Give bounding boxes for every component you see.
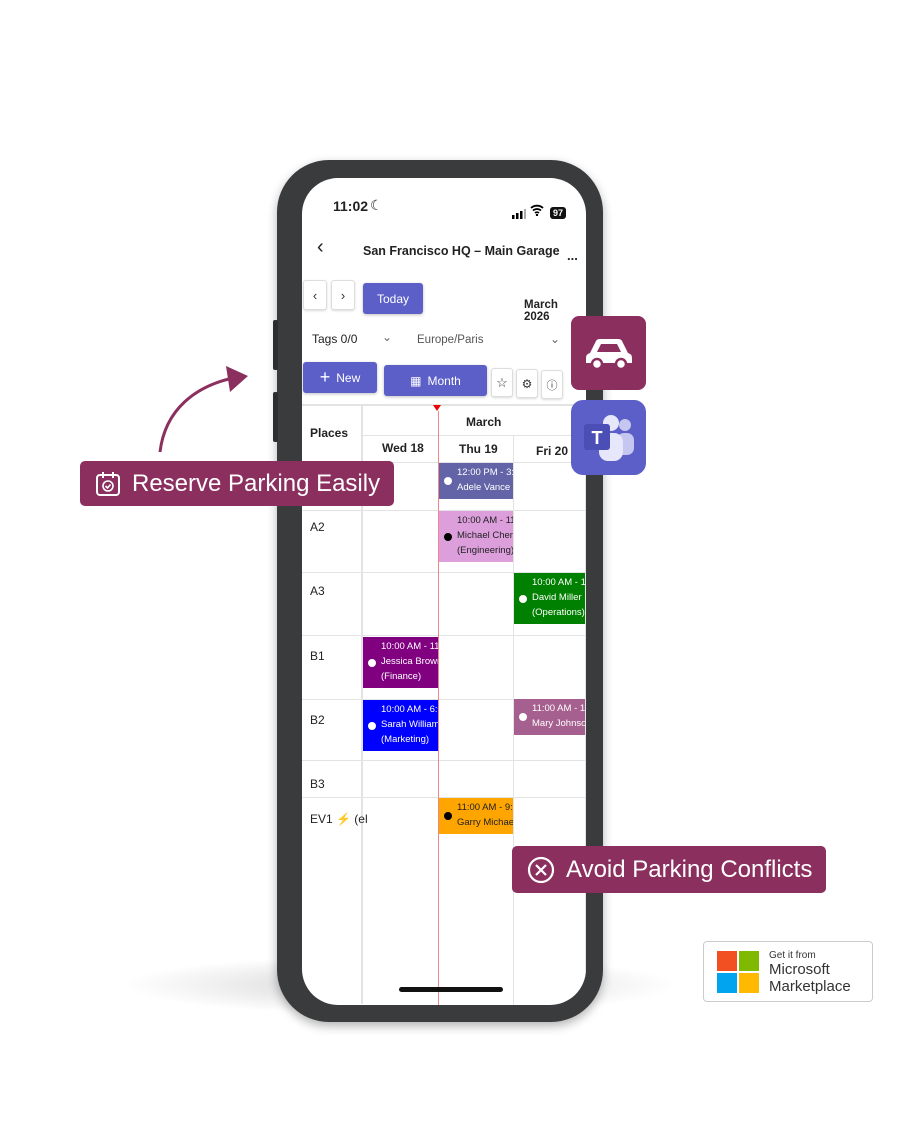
badge-line1: Get it from <box>769 950 816 961</box>
help-button[interactable]: ⓘ <box>541 370 563 399</box>
microsoft-logo-icon <box>717 951 759 993</box>
reserve-parking-callout: Reserve Parking Easily <box>80 461 395 506</box>
close-circle-icon <box>527 856 555 883</box>
prev-button[interactable]: ‹ <box>303 280 327 310</box>
event-adele-vance[interactable]: 12:00 PM - 3:0Adele Vance (I <box>439 463 513 499</box>
car-icon <box>585 339 632 371</box>
page-title: San Francisco HQ – Main Garage <box>363 244 560 258</box>
tags-dropdown[interactable]: Tags 0/0 <box>312 332 358 346</box>
new-label: New <box>336 370 361 385</box>
chevron-down-icon: ⌄ <box>550 332 561 346</box>
gear-icon: ⚙ <box>521 376 533 391</box>
place-label: A2 <box>310 520 325 534</box>
calendar-check-icon <box>96 471 120 496</box>
now-indicator <box>433 405 441 411</box>
avoid-conflicts-text: Avoid Parking Conflicts <box>566 855 813 883</box>
next-button[interactable]: › <box>331 280 355 310</box>
settings-button[interactable]: ⚙ <box>516 369 538 398</box>
today-button[interactable]: Today <box>363 283 423 314</box>
calendar-icon: ▦ <box>410 373 422 388</box>
day-header: Wed 18 <box>382 441 424 455</box>
microsoft-marketplace-badge[interactable]: Get it from Microsoft Marketplace <box>703 941 873 1002</box>
period-label: March 2026 <box>524 299 558 323</box>
signal-icon <box>512 208 526 219</box>
month-view-button[interactable]: ▦ Month <box>384 365 487 396</box>
svg-text:T: T <box>591 428 602 448</box>
reserve-parking-text: Reserve Parking Easily <box>132 469 381 497</box>
car-app-tile <box>571 316 646 390</box>
place-label: EV1 ⚡ (el <box>310 812 368 826</box>
home-indicator[interactable] <box>399 987 503 992</box>
place-label: B2 <box>310 713 325 727</box>
status-time: 11:02 <box>333 198 369 214</box>
now-line <box>438 411 439 1005</box>
more-options-button[interactable]: ... <box>567 248 578 263</box>
back-button[interactable]: ‹ <box>317 236 324 258</box>
timezone-dropdown[interactable]: Europe/Paris <box>417 334 484 346</box>
arrow-icon <box>158 366 248 453</box>
month-header: March <box>466 415 502 429</box>
day-header: Fri 20 <box>536 444 569 458</box>
place-label: A3 <box>310 584 325 598</box>
new-button[interactable]: + New <box>303 362 377 393</box>
day-header: Thu 19 <box>459 442 498 456</box>
badge-line3: Marketplace <box>769 978 851 995</box>
avoid-conflicts-callout: Avoid Parking Conflicts <box>512 846 827 893</box>
month-label: Month <box>427 373 461 388</box>
volume-up-button <box>273 320 278 370</box>
teams-icon: T <box>583 414 634 461</box>
help-icon: ⓘ <box>546 379 558 392</box>
place-label: B3 <box>310 777 325 791</box>
battery-indicator: 97 <box>550 207 567 219</box>
moon-icon: ☾ <box>370 197 383 213</box>
volume-down-button <box>273 392 278 442</box>
wifi-icon <box>530 204 544 219</box>
plus-icon: + <box>319 367 331 387</box>
star-icon: ☆ <box>496 374 508 390</box>
teams-app-tile: T <box>571 400 646 475</box>
badge-line2: Microsoft <box>769 961 830 978</box>
chevron-down-icon: ⌄ <box>382 330 393 344</box>
places-header: Places <box>310 426 349 440</box>
favorite-button[interactable]: ☆ <box>491 368 513 397</box>
place-label: B1 <box>310 649 325 663</box>
